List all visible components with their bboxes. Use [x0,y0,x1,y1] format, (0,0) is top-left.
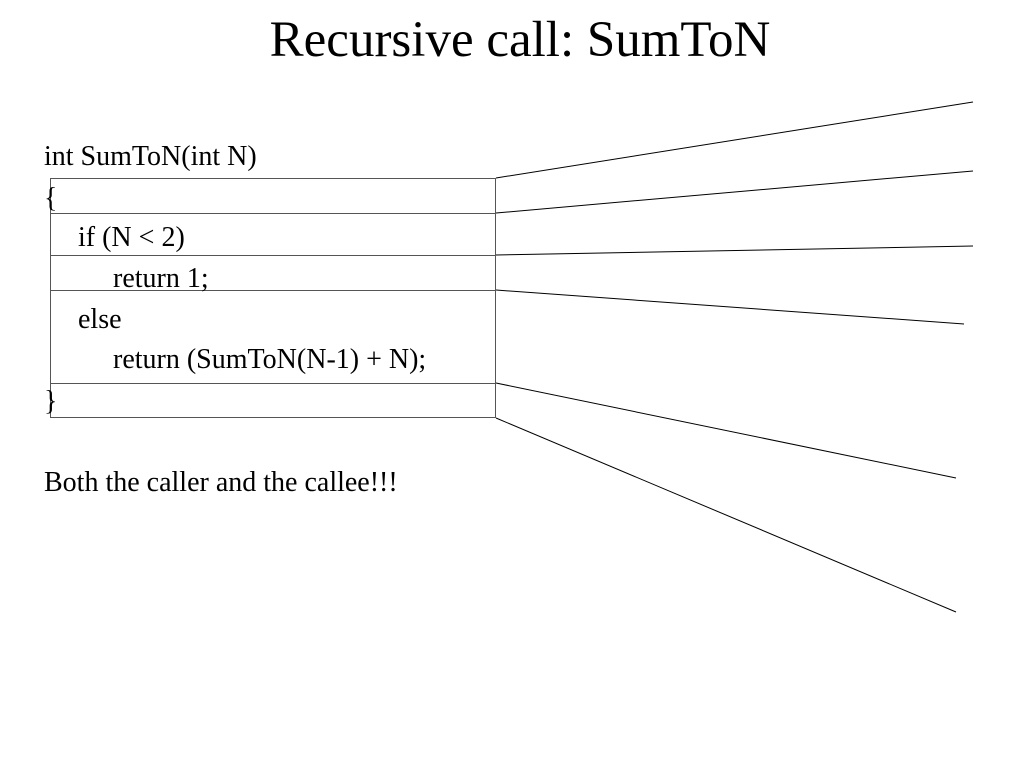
slide-title: Recursive call: SumToN [269,12,771,68]
leader-line-5 [495,382,957,479]
code-if-line: if (N < 2) [78,222,185,253]
code-else-line: else [78,304,122,335]
code-return-base: return 1; [113,263,209,294]
row-box-close-brace [50,383,496,418]
row-box-open-brace [50,178,496,214]
code-close-brace: } [44,386,58,417]
leader-line-1 [495,101,974,179]
slide-caption: Both the caller and the callee!!! [44,467,398,498]
code-signature: int SumToN(int N) [44,141,257,172]
row-box-return-base [50,255,496,291]
leader-line-2 [495,170,974,214]
code-open-brace: { [44,183,58,214]
code-return-recursive: return (SumToN(N-1) + N); [113,344,427,375]
leader-line-3 [495,245,974,256]
leader-line-6 [495,417,957,613]
leader-line-4 [495,289,965,325]
